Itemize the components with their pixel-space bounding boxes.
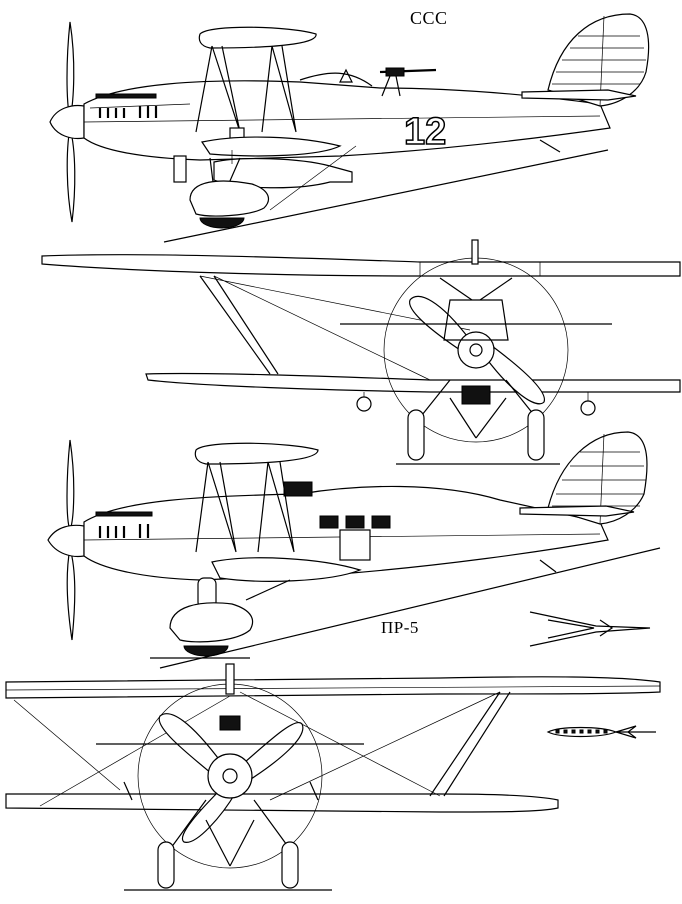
left-wheel bbox=[407, 409, 425, 461]
fuselage-centerline bbox=[83, 115, 601, 123]
pr5-side-view bbox=[47, 431, 661, 669]
upper-wing bbox=[198, 26, 317, 49]
wing-struts bbox=[195, 45, 297, 139]
tube-detail bbox=[546, 725, 656, 739]
ground-line bbox=[163, 149, 609, 243]
horizontal-tail bbox=[521, 89, 637, 101]
pr5-right-wheel bbox=[281, 841, 299, 889]
cabin-windows bbox=[283, 481, 391, 561]
pr5-lower-wing bbox=[211, 557, 362, 582]
sss-side-view: 12 bbox=[49, 13, 650, 243]
cowl-louvres bbox=[95, 93, 158, 118]
front-lower-wing bbox=[145, 372, 681, 393]
pr5-vertical-tail bbox=[547, 431, 648, 525]
wheel-fairing bbox=[189, 180, 270, 217]
front-upper-wing bbox=[41, 254, 681, 277]
propeller-blade-lower bbox=[66, 127, 76, 223]
interplane-strut bbox=[199, 275, 279, 375]
canopy-line bbox=[299, 72, 373, 87]
variant-label-sss: ССС bbox=[410, 8, 448, 28]
tail-plan-detail bbox=[529, 611, 651, 647]
lower-wing bbox=[201, 136, 342, 157]
spinner bbox=[49, 104, 85, 140]
sss-front-view bbox=[41, 239, 681, 465]
pr5-spinner bbox=[47, 524, 85, 558]
tail-skid bbox=[539, 139, 561, 153]
right-wheel bbox=[527, 409, 545, 461]
pr5-upper-wing bbox=[194, 442, 319, 465]
wheel bbox=[199, 217, 245, 229]
pr5-front-view bbox=[5, 663, 661, 891]
pr5-front-upper-wing bbox=[5, 676, 661, 699]
pr5-front-lower-wing bbox=[5, 793, 559, 813]
pr5-wheel-fairing bbox=[169, 602, 254, 643]
fuselage-number: 12 bbox=[404, 111, 446, 153]
pr5-left-wheel bbox=[157, 841, 175, 889]
variant-label-pr5: ПР-5 bbox=[381, 618, 419, 637]
